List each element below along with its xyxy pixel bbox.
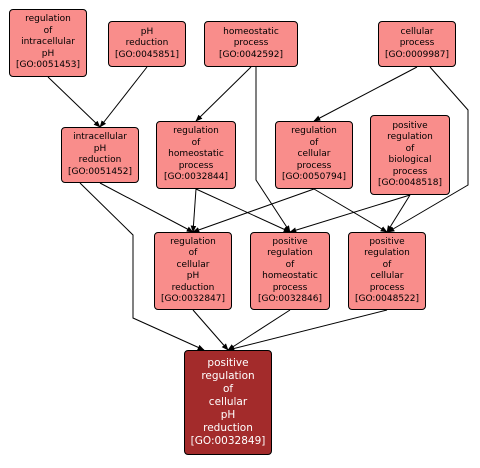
edge-go-0051453-to-go-0051452	[47, 76, 101, 128]
node-label-line: [GO:0051453]	[15, 60, 81, 71]
node-label-line: of	[188, 248, 198, 258]
node-label-line: cellular	[297, 149, 331, 160]
node-label-line: intracellular	[21, 37, 75, 48]
node-label-line: [GO:0051452]	[67, 166, 133, 177]
node-label-line: regulation	[291, 126, 337, 137]
node-label-line: reduction	[78, 155, 122, 165]
edge-go-0032844-to-go-0032846	[195, 188, 291, 233]
node-label-line: of	[285, 259, 295, 270]
node-label-line: of	[405, 143, 415, 154]
node-label-line: process	[369, 282, 405, 293]
edge-go-0009987-to-go-0048522	[387, 66, 469, 233]
node-label-line: [GO:0042592]	[218, 49, 284, 60]
node-label-line: [GO:0050794]	[281, 172, 347, 183]
node-label-line: [GO:0032846]	[257, 294, 323, 304]
edge-go-0048518-to-go-0048522	[386, 194, 411, 233]
node-label-line: regulation	[387, 132, 433, 142]
node-label-line: cellular	[370, 271, 404, 281]
node-label-line: pH	[41, 48, 55, 59]
node-label-line: regulation	[364, 248, 410, 258]
node-label-line: of	[191, 137, 201, 148]
node-label-line: of	[43, 25, 53, 36]
edge-go-0051452-to-go-0032847	[99, 182, 194, 233]
node-label-line: homeostatic	[262, 271, 318, 281]
node-label-line: positive	[369, 236, 405, 247]
edge-go-0032847-to-go-0032849	[192, 309, 229, 351]
node-label-line: positive	[272, 236, 308, 247]
edge-go-0009987-to-go-0050794	[313, 66, 418, 122]
edge-go-0032846-to-go-0032849	[227, 309, 291, 351]
edge-go-0050794-to-go-0032847	[192, 188, 315, 233]
edge-go-0050794-to-go-0048522	[313, 188, 388, 233]
node-label-line: [GO:0032844]	[163, 172, 229, 183]
node-label-line: biological	[388, 155, 432, 165]
edge-go-0048522-to-go-0032849	[227, 309, 388, 352]
node-label-line: reduction	[203, 422, 253, 434]
node-label-line: [GO:0032847]	[160, 294, 226, 304]
node-label-line: of	[309, 137, 319, 148]
edge-go-0042592-to-go-0032846	[255, 67, 291, 233]
node-label-line: pH	[140, 26, 154, 37]
node-label-line: process	[178, 160, 214, 171]
node-label-line: cellular	[208, 396, 248, 408]
edge-go-0042592-to-go-0032844	[195, 66, 252, 122]
node-label-line: of	[222, 383, 234, 395]
node-label-line: regulation	[201, 370, 255, 382]
node-label-line: process	[233, 38, 269, 49]
node-label-line: regulation	[170, 236, 216, 247]
node-label-line: homeostatic	[223, 26, 279, 37]
node-label-line: regulation	[25, 14, 71, 25]
node-label-line: intracellular	[73, 132, 127, 142]
edge-go-0045851-to-go-0051452	[99, 66, 148, 128]
node-label-line: regulation	[173, 126, 219, 137]
node-label-line: reduction	[171, 282, 215, 293]
node-label-line: process	[296, 160, 332, 171]
node-label-line: process	[399, 38, 435, 49]
edge-go-0051452-to-go-0032849	[79, 182, 205, 351]
node-label-line: homeostatic	[168, 149, 224, 160]
node-label-line: [GO:0032849]	[190, 435, 266, 447]
node-label-line: regulation	[267, 248, 313, 258]
node-label-line: [GO:0009987]	[384, 49, 450, 60]
node-label-line: positive	[207, 357, 249, 369]
node-label-line: [GO:0045851]	[114, 49, 180, 60]
node-label-line: positive	[392, 120, 428, 131]
node-label-line: cellular	[400, 26, 434, 37]
node-label-line: pH	[220, 409, 236, 421]
node-label-line: cellular	[176, 259, 210, 270]
node-label-line: process	[392, 166, 428, 177]
node-label-line: pH	[93, 143, 107, 154]
node-label-line: pH	[186, 271, 200, 281]
edge-go-0032844-to-go-0032847	[190, 188, 197, 233]
node-label-line: [GO:0048518]	[377, 178, 443, 188]
edge-go-0048518-to-go-0032846	[289, 194, 411, 233]
node-label-line: reduction	[125, 38, 169, 49]
node-label-line: [GO:0048522]	[354, 294, 420, 304]
node-label-line: of	[382, 259, 392, 270]
node-label-line: process	[272, 282, 308, 293]
